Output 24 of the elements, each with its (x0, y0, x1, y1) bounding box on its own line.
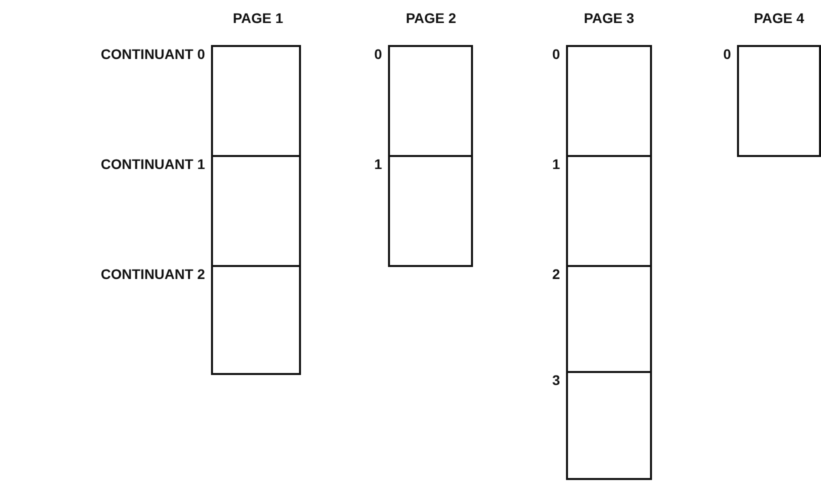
row-label: CONTINUANT 1 (100, 156, 205, 172)
row-number: 0 (374, 46, 382, 62)
page-heading: PAGE 1 (232, 10, 284, 26)
page-box (388, 45, 473, 157)
page-box (566, 155, 652, 267)
page-box (566, 265, 652, 373)
row-number: 2 (552, 266, 560, 282)
row-label: CONTINUANT 0 (100, 46, 205, 62)
row-number: 1 (374, 156, 382, 172)
page-box (566, 371, 652, 480)
page-box (211, 155, 301, 267)
page-box (737, 45, 821, 157)
page-box (566, 45, 652, 157)
row-number: 3 (552, 372, 560, 388)
page-heading: PAGE 4 (752, 10, 806, 26)
row-number: 1 (552, 156, 560, 172)
page-box (211, 45, 301, 157)
page-box (211, 265, 301, 375)
row-label: CONTINUANT 2 (100, 266, 205, 282)
page-heading: PAGE 3 (582, 10, 636, 26)
page-box (388, 155, 473, 267)
row-number: 0 (552, 46, 560, 62)
row-number: 0 (723, 46, 731, 62)
page-heading: PAGE 2 (404, 10, 458, 26)
